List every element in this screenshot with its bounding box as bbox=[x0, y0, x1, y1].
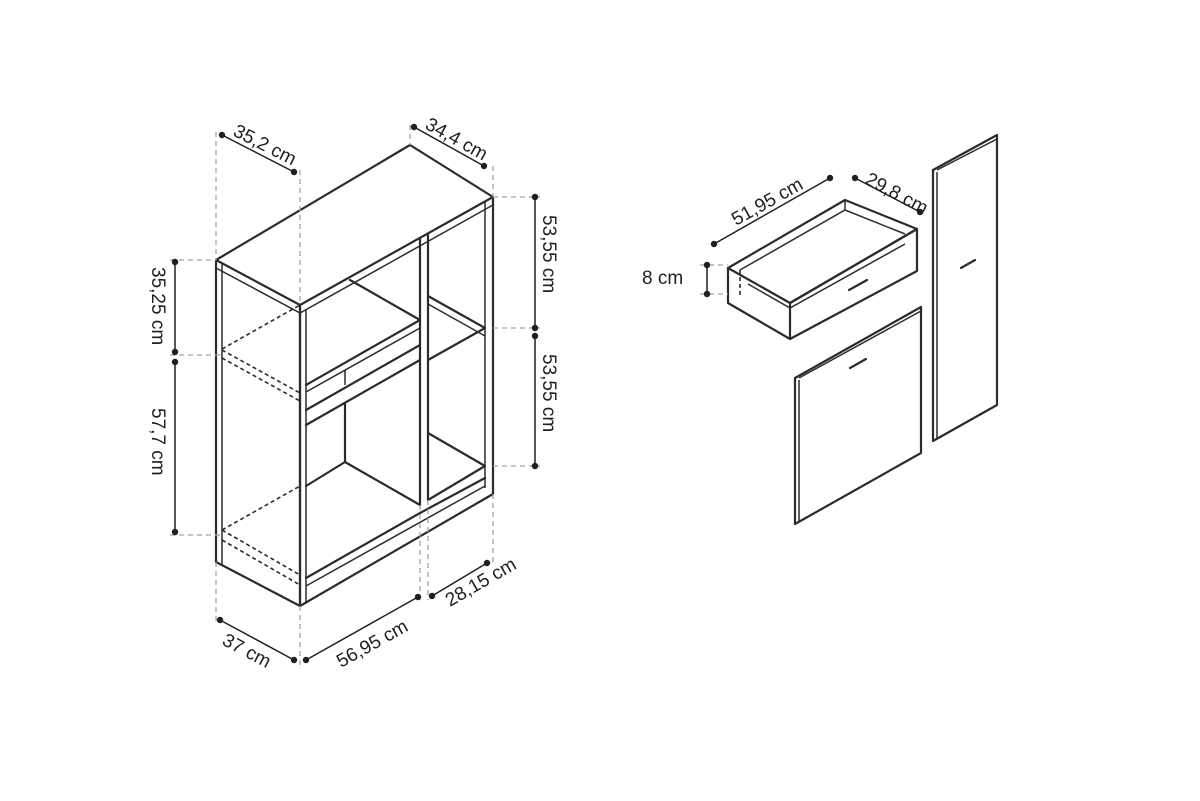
label-base-depth: 37 cm bbox=[219, 630, 275, 673]
drawer-drawing bbox=[726, 198, 919, 341]
shelf-unit-drawing bbox=[214, 143, 495, 608]
tall-panel-drawing bbox=[931, 133, 999, 443]
shelf-right-middle-board bbox=[426, 294, 487, 362]
tall-panel-handle bbox=[959, 258, 977, 270]
drawer-dimension-labels: 51,95 cm 29,8 cm 8 cm bbox=[642, 169, 931, 289]
door-panel bbox=[793, 305, 923, 526]
shelf-dimension-lines bbox=[171, 123, 539, 664]
drawer-handle bbox=[847, 278, 869, 292]
label-drawer-width: 51,95 cm bbox=[728, 174, 807, 230]
label-upper-height-right: 53,55 cm bbox=[538, 215, 559, 293]
label-lower-height-right: 53,55 cm bbox=[538, 354, 559, 432]
label-left-width: 56,95 cm bbox=[333, 616, 412, 672]
label-lower-height-left: 57,7 cm bbox=[147, 408, 168, 476]
shelf-top-panel bbox=[214, 143, 495, 307]
drawer-front-panel bbox=[788, 227, 919, 341]
door-panel-drawing bbox=[793, 305, 923, 526]
tall-panel bbox=[931, 133, 999, 443]
dim-line-drawer-width bbox=[713, 177, 831, 245]
dim-line-left-width bbox=[305, 596, 419, 661]
dim-line-base-depth bbox=[219, 619, 295, 661]
label-upper-height-left: 35,25 cm bbox=[147, 267, 168, 345]
drawer-dimension-lines bbox=[703, 174, 924, 298]
label-drawer-height: 8 cm bbox=[642, 268, 683, 289]
drawer-box-outline bbox=[726, 198, 919, 305]
dim-line-top-depth-left bbox=[221, 134, 295, 173]
shelf-dimension-labels: 35,2 cm 34,4 cm 53,55 cm 53,55 cm 35,25 … bbox=[147, 114, 559, 673]
shelf-left-side bbox=[214, 258, 302, 608]
dim-line-drawer-depth bbox=[854, 177, 921, 213]
dim-line-top-depth-right bbox=[413, 126, 485, 167]
door-handle bbox=[848, 357, 868, 370]
drawer-extension-lines bbox=[700, 264, 728, 295]
dim-line-right-width bbox=[431, 562, 488, 597]
label-top-depth-left: 35,2 cm bbox=[230, 121, 300, 170]
